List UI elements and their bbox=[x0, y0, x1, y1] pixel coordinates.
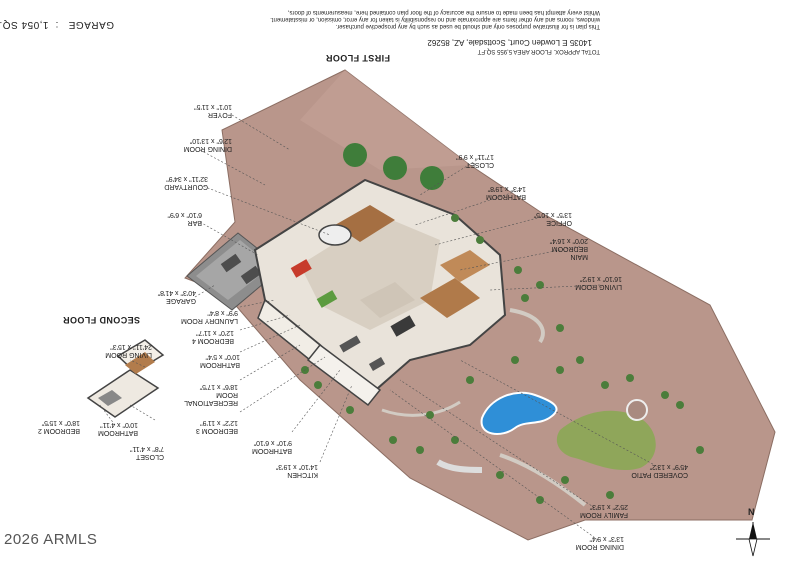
second-floor-plan bbox=[86, 339, 165, 418]
disclaimer-line-1: Whilst every attempt has been made to en… bbox=[287, 9, 600, 15]
first-floor-title: FIRST FLOOR bbox=[325, 53, 390, 63]
total-area-text: TOTAL APPROX. FLOOR AREA 5,955 SQ.FT bbox=[477, 48, 600, 54]
kitchen-wing bbox=[306, 343, 382, 407]
disclaimer-line-3: This plan is for illustrative purposes o… bbox=[335, 23, 600, 29]
compass-north-label: N bbox=[748, 507, 755, 517]
compass-rose bbox=[736, 522, 770, 557]
pool bbox=[480, 391, 558, 435]
lot-shade bbox=[300, 70, 470, 170]
copyright-text: 2026 ARMLS bbox=[4, 531, 98, 548]
second-floor-title: SECOND FLOOR bbox=[62, 315, 140, 325]
garage-area-label: GARAGE : 1,054 SQ.FT bbox=[0, 19, 114, 30]
disclaimer-line-2: windows, rooms and any other items are a… bbox=[270, 16, 600, 22]
address-text: 14035 E Lowden Court, Scottsdale, AZ, 85… bbox=[427, 38, 592, 47]
